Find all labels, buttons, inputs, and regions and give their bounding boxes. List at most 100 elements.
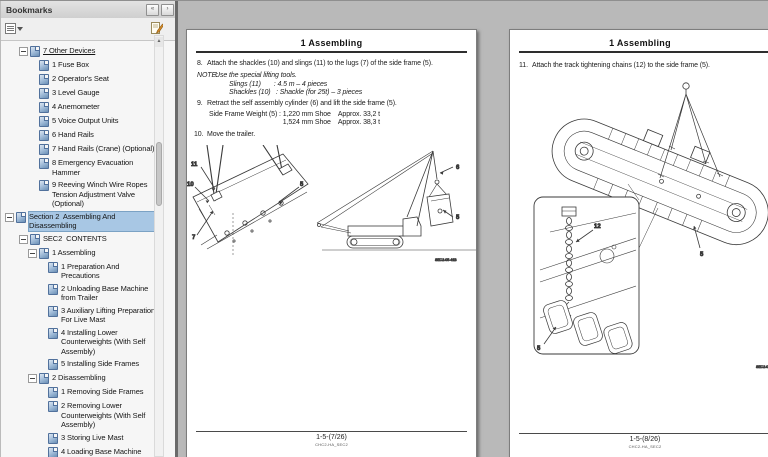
callout-7: 7	[192, 235, 196, 241]
bookmark-item[interactable]: Section 2 Assembling And Disassembling	[1, 210, 154, 232]
bookmark-item[interactable]: 7 Hand Rails (Crane) (Optional)	[1, 144, 154, 155]
bookmark-label[interactable]: 1 Assembling	[52, 247, 96, 257]
step-11: 11.Attach the track tightening chains (1…	[519, 62, 710, 69]
collapse-toggle-icon[interactable]	[19, 47, 28, 56]
page-title: 1 Assembling	[300, 38, 363, 48]
bookmark-icon	[48, 327, 58, 339]
bookmark-icon	[39, 74, 49, 85]
side-frame-detail-drawing	[192, 144, 309, 257]
bookmark-item[interactable]: 3 Level Gauge	[1, 88, 154, 99]
bookmarks-tree: 7 Other Devices 1 Fuse Box 2 Operator's …	[1, 41, 154, 457]
bookmark-icon	[48, 261, 58, 273]
bookmark-icon	[39, 88, 49, 99]
callout-11: 11	[191, 162, 198, 168]
bookmark-label[interactable]: 3 Storing Live Mast	[61, 432, 124, 442]
bookmark-icon	[39, 60, 49, 71]
crawler-track-drawing	[551, 118, 768, 245]
bookmark-item[interactable]: 5 Voice Output Units	[1, 116, 154, 127]
page-title: 1 Assembling	[609, 38, 671, 48]
bookmark-label[interactable]: 7 Hand Rails (Crane) (Optional)	[52, 144, 154, 153]
figure-drawing: 5	[533, 82, 768, 369]
bookmark-item[interactable]: 2 Unloading Base Machine from Trailer	[1, 283, 154, 303]
page-right[interactable]: 1 Assembling 11.Attach the track tighten…	[509, 29, 768, 457]
bookmark-item[interactable]: 4 Anemometer	[1, 102, 154, 113]
title-rule	[519, 51, 768, 53]
panel-expand-button[interactable]: ›	[161, 3, 174, 16]
collapse-toggle-icon[interactable]	[19, 234, 28, 244]
bookmark-label[interactable]: 8 Emergency Evacuation Hammer	[52, 158, 136, 177]
bookmark-icon	[48, 387, 58, 398]
bookmarks-toolbar	[1, 18, 176, 41]
scroll-up-arrow-icon[interactable]: ▲	[155, 37, 163, 47]
panel-separator[interactable]	[175, 1, 178, 457]
bookmark-item[interactable]: 1 Preparation And Precautions	[1, 261, 154, 281]
scrollbar-thumb[interactable]	[156, 142, 162, 206]
footer-rule	[196, 431, 467, 432]
callout-5-main: 5	[700, 252, 704, 258]
bookmark-label[interactable]: 1 Fuse Box	[52, 60, 89, 69]
callout-5-inset: 5	[537, 346, 541, 352]
bookmark-icon	[48, 401, 58, 412]
bookmark-icon	[48, 305, 58, 317]
bookmarks-scrollbar[interactable]: ▲	[154, 35, 164, 457]
bookmark-icon	[39, 116, 49, 127]
bookmark-icon	[30, 46, 40, 57]
bookmark-label[interactable]: 5 Voice Output Units	[52, 116, 119, 125]
bookmark-item[interactable]: 3 Storing Live Mast	[1, 432, 154, 444]
bookmark-label[interactable]: 5 Installing Side Frames	[61, 359, 140, 368]
bookmark-label[interactable]: SEC2 CONTENTS	[43, 233, 107, 243]
note-shackles: Shackles (10) : Shackle (for 25t) – 3 pi…	[229, 89, 363, 96]
bookmark-options-icon[interactable]	[5, 23, 23, 34]
bookmark-item[interactable]: 9 Reeving Winch Wire Ropes Tension Adjus…	[1, 180, 154, 209]
bookmark-item[interactable]: 1 Assembling	[1, 247, 154, 259]
bookmark-label[interactable]: 1 Preparation And Precautions	[61, 261, 122, 281]
bookmark-item[interactable]: 1 Removing Side Frames	[1, 387, 154, 398]
bookmark-item[interactable]: 4 Loading Base Machine onto Trailer	[1, 446, 154, 457]
collapse-toggle-icon[interactable]	[28, 374, 37, 383]
bookmark-label[interactable]: 4 Anemometer	[52, 102, 100, 111]
bookmark-label[interactable]: 4 Loading Base Machine onto Trailer	[61, 446, 142, 457]
note-line: NOTE:Use the special lifting tools.	[197, 72, 297, 79]
bookmark-label[interactable]: 2 Operator's Seat	[52, 74, 109, 83]
chain-detail-inset: 12 5	[533, 196, 640, 355]
page-number: 1-5-(8/26)	[629, 436, 661, 443]
collapse-toggle-icon[interactable]	[5, 212, 14, 222]
bookmark-item[interactable]: 4 Installing Lower Counterweights (With …	[1, 327, 154, 357]
bookmark-item[interactable]: 2 Disassembling	[1, 373, 154, 384]
bookmark-label[interactable]: 3 Level Gauge	[52, 88, 100, 97]
bookmark-label[interactable]: 2 Removing Lower Counterweights (With Se…	[61, 401, 147, 429]
bookmark-label[interactable]: 7 Other Devices	[43, 46, 96, 55]
bookmark-item[interactable]: SEC2 CONTENTS	[1, 233, 154, 245]
bookmark-item[interactable]: 2 Operator's Seat	[1, 74, 154, 85]
callout-6: 6	[456, 165, 460, 171]
bookmark-label[interactable]: Section 2 Assembling And Disassembling	[28, 210, 154, 232]
collapse-toggle-icon[interactable]	[28, 248, 37, 258]
page-number: 1-5-(7/26)	[316, 434, 347, 441]
note-slings: Slings (11) : 4.5 m – 4 pieces	[229, 81, 328, 88]
bookmark-label[interactable]: 1 Removing Side Frames	[61, 387, 144, 396]
page-left[interactable]: 1 Assembling 8.Attach the shackles (10) …	[186, 29, 477, 457]
bookmark-icon	[30, 233, 40, 245]
chevron-down-icon	[17, 27, 23, 31]
bookmark-label[interactable]: 4 Installing Lower Counterweights (With …	[61, 327, 147, 356]
new-bookmark-icon[interactable]	[151, 21, 164, 35]
bookmark-item[interactable]: 1 Fuse Box	[1, 60, 154, 71]
bookmark-label[interactable]: 2 Disassembling	[52, 373, 106, 382]
footer-rule	[519, 433, 768, 434]
new-bookmark-glyph	[151, 22, 164, 34]
step-9: 9.Retract the self assembly cylinder (6)…	[197, 100, 397, 107]
panel-collapse-button[interactable]: «	[146, 3, 159, 16]
bookmark-item[interactable]: 6 Hand Rails	[1, 130, 154, 141]
bookmark-label[interactable]: 6 Hand Rails	[52, 130, 94, 139]
bookmark-label[interactable]: 3 Auxiliary Lifting Preparation For Live…	[61, 305, 154, 325]
bookmark-label[interactable]: 2 Unloading Base Machine from Trailer	[61, 283, 151, 303]
bookmark-icon	[16, 211, 26, 223]
bookmark-item[interactable]: 7 Other Devices	[1, 46, 154, 57]
bookmark-item[interactable]: 8 Emergency Evacuation Hammer	[1, 158, 154, 177]
bookmark-icon	[48, 359, 58, 370]
bookmark-item[interactable]: 3 Auxiliary Lifting Preparation For Live…	[1, 305, 154, 325]
bookmark-item[interactable]: 2 Removing Lower Counterweights (With Se…	[1, 401, 154, 430]
bookmark-item[interactable]: 5 Installing Side Frames	[1, 359, 154, 370]
list-icon	[5, 23, 16, 34]
bookmark-label[interactable]: 9 Reeving Winch Wire Ropes Tension Adjus…	[52, 180, 150, 208]
